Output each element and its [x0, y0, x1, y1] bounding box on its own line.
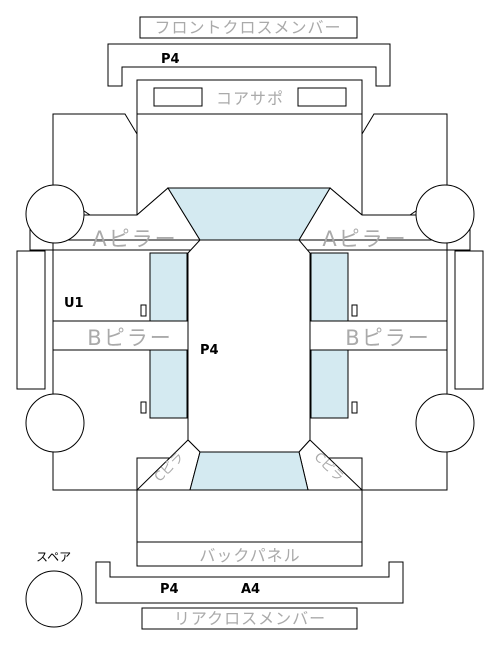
rear-window[interactable] — [189, 451, 309, 491]
front-left-wheel[interactable] — [25, 184, 85, 244]
left-side-skirt[interactable] — [16, 250, 46, 390]
right-front-door-handle — [351, 304, 358, 317]
roof-code: P4 — [200, 343, 219, 358]
front-cross-member-label: フロントクロスメンバー — [154, 18, 341, 37]
rear-member-code-1: P4 — [160, 582, 179, 597]
left-headlight-slot — [153, 87, 203, 107]
rear-cross-member[interactable]: リアクロスメンバー — [141, 607, 358, 630]
b-pillar-right-label: Bピラー — [345, 326, 430, 350]
right-side-skirt[interactable] — [454, 250, 484, 390]
left-front-window[interactable] — [149, 252, 188, 322]
b-pillar-left[interactable]: Bピラー — [52, 320, 191, 351]
spare-tire[interactable]: スペア — [25, 550, 83, 628]
front-cross-member[interactable]: フロントクロスメンバー — [139, 16, 358, 39]
a-pillar-right-label: Aピラー — [322, 227, 407, 251]
spare-label: スペア — [36, 550, 71, 564]
front-right-wheel[interactable] — [415, 184, 475, 244]
b-pillar-right[interactable]: Bピラー — [309, 320, 448, 351]
spare-wheel — [25, 570, 83, 628]
front-member-code: P4 — [161, 52, 180, 67]
right-front-window[interactable] — [310, 252, 349, 322]
rear-left-wheel[interactable] — [25, 393, 85, 453]
rear-cross-member-label: リアクロスメンバー — [174, 609, 326, 628]
b-pillar-left-label: Bピラー — [87, 326, 172, 350]
right-rear-door-handle — [351, 401, 358, 414]
left-rear-door-handle — [140, 401, 147, 414]
rear-right-wheel[interactable] — [415, 393, 475, 453]
u1-code: U1 — [64, 296, 84, 311]
core-support-label: コアサポ — [216, 89, 284, 108]
right-headlight-slot — [297, 87, 347, 107]
core-support[interactable]: コアサポ — [136, 79, 363, 115]
rear-bumper[interactable] — [95, 561, 404, 604]
back-panel-label: バックパネル — [199, 546, 300, 565]
trunk[interactable] — [136, 489, 363, 543]
left-rear-window[interactable] — [149, 349, 188, 419]
rear-member-code-2: A4 — [241, 582, 260, 597]
front-bumper[interactable] — [107, 43, 391, 87]
a-pillar-left-label: Aピラー — [92, 227, 177, 251]
right-rear-window[interactable] — [310, 349, 349, 419]
back-panel[interactable]: バックパネル — [136, 541, 363, 567]
left-front-door-handle — [140, 304, 147, 317]
